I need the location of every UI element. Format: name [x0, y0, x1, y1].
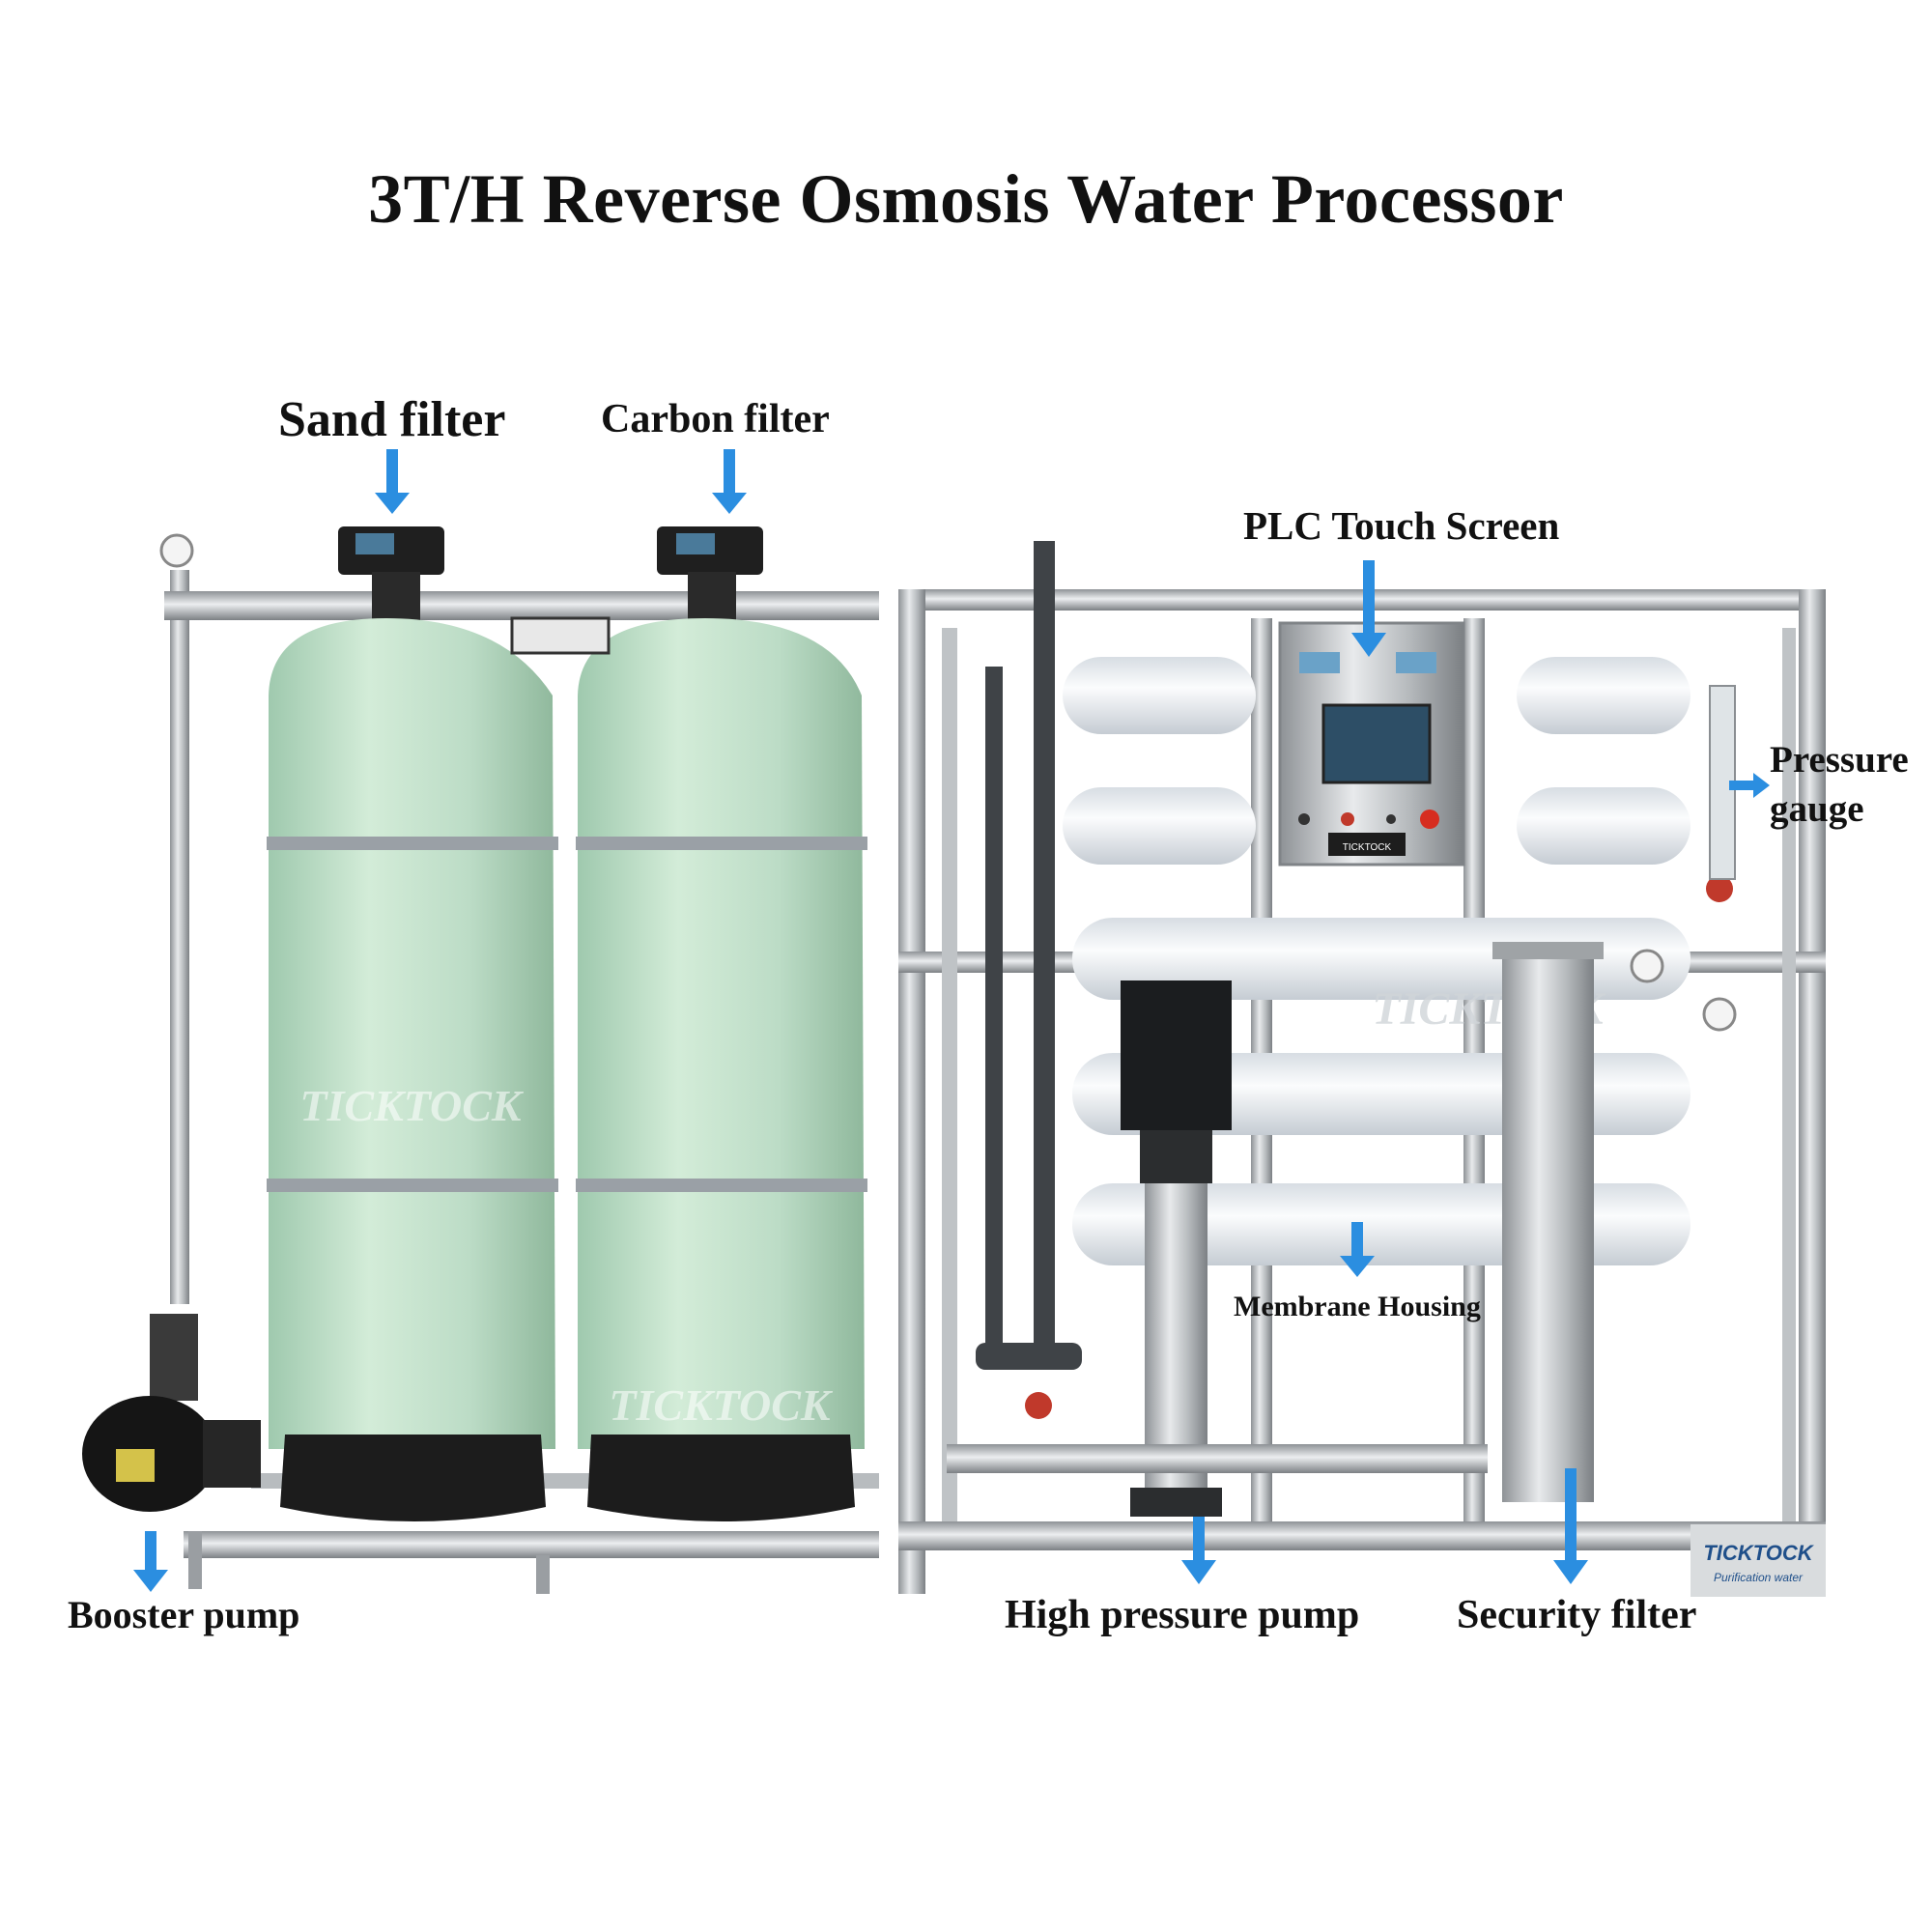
frame-bottom [898, 1521, 1826, 1550]
carbon-filter-tank: TICKTOCK [576, 526, 867, 1521]
panel-brand: TICKTOCK [1343, 842, 1392, 853]
frame-right-post [1799, 589, 1826, 1594]
callout-arrows [133, 449, 1770, 1592]
plc-control-panel: TICKTOCK [1278, 621, 1465, 867]
label-membrane-housing: Membrane Housing [1234, 1291, 1481, 1322]
frame-top [898, 589, 1826, 611]
arrow-high-pressure-pump [1181, 1517, 1216, 1584]
arrow-carbon-filter [712, 449, 747, 514]
tank2-watermark: TICKTOCK [609, 1380, 834, 1430]
label-pressure-gauge-line2: gauge [1770, 788, 1864, 830]
plate-subtitle: Purification water [1714, 1571, 1804, 1584]
label-sand-filter: Sand filter [278, 392, 506, 447]
sand-filter-tank: TICKTOCK [267, 526, 558, 1521]
arrow-plc-touch-screen [1351, 560, 1386, 657]
label-high-pressure-pump: High pressure pump [1005, 1593, 1360, 1637]
base-frame [184, 1531, 879, 1558]
ro-unit: TICKTOCK TICKTOCK [898, 541, 1826, 1597]
plc-touch-screen [1321, 703, 1432, 784]
inlet-pipe [170, 570, 189, 1304]
frame-left-post [898, 589, 925, 1594]
booster-pump [82, 1314, 261, 1512]
arrow-security-filter [1553, 1468, 1588, 1584]
label-carbon-filter: Carbon filter [601, 397, 830, 441]
high-pressure-pump-body [1121, 980, 1232, 1517]
security-filter-body [1492, 942, 1604, 1502]
control-box [510, 616, 611, 655]
label-pressure-gauge-line1: Pressure [1770, 739, 1909, 781]
plate-brand: TICKTOCK [1703, 1541, 1814, 1565]
top-manifold-pipe [164, 591, 879, 620]
inlet-gauge [159, 533, 194, 568]
page-title: 3T/H Reverse Osmosis Water Processor [368, 160, 1564, 238]
label-security-filter: Security filter [1457, 1593, 1697, 1637]
arrow-pressure-gauge [1729, 773, 1770, 798]
arrow-booster-pump [133, 1531, 168, 1592]
label-plc-touch-screen: PLC Touch Screen [1243, 503, 1560, 548]
tank1-watermark: TICKTOCK [299, 1081, 525, 1130]
label-booster-pump: Booster pump [68, 1593, 300, 1636]
arrow-membrane-housing [1340, 1222, 1375, 1277]
brand-plate: TICKTOCK Purification water [1690, 1524, 1826, 1597]
pretreatment-skid: TICKTOCK TICKTOCK [82, 526, 879, 1594]
arrow-sand-filter [375, 449, 410, 514]
